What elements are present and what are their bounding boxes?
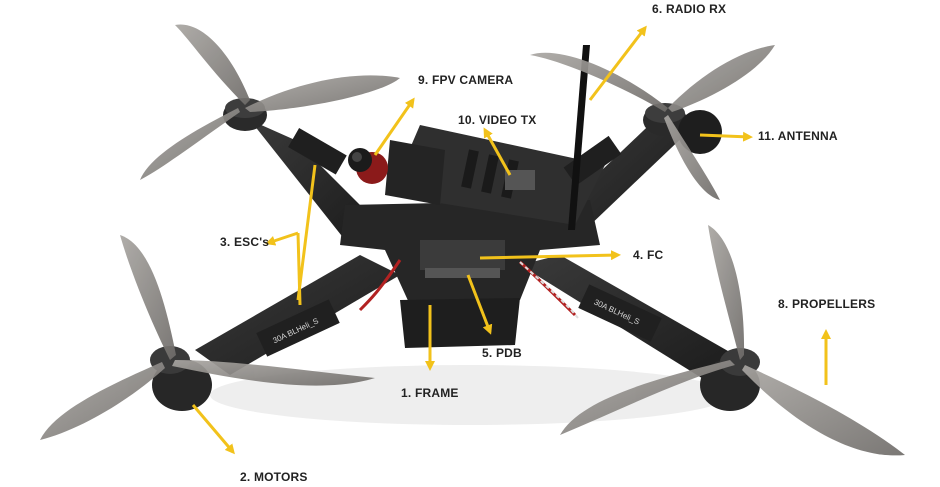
label-frame: 1. FRAME: [401, 386, 459, 400]
label-radio-rx: 6. RADIO RX: [652, 2, 727, 16]
propellers: [40, 24, 905, 456]
frame-arm-back-left: [250, 120, 370, 240]
label-propellers: 8. PROPELLERS: [778, 297, 876, 311]
esc-back-left: [288, 127, 347, 175]
motor-front-left: [150, 346, 212, 411]
label-motors: 2. MOTORS: [240, 470, 308, 484]
fpv-camera: [348, 140, 445, 205]
arrow-escs-down: [296, 232, 302, 306]
radio-rx-antenna: [568, 45, 590, 230]
top-plate-slot: [481, 154, 499, 194]
arrow-escs-stem: [296, 164, 317, 301]
frame-arm-back-right: [560, 110, 690, 230]
video-antenna-mushroom: [678, 110, 722, 154]
arrow-antenna: [699, 131, 753, 142]
wire: [519, 261, 579, 319]
label-pdb: 5. PDB: [482, 346, 522, 360]
wire: [358, 259, 402, 312]
arrow-video-tx: [483, 127, 512, 176]
label-escs: 3. ESC's: [220, 235, 270, 249]
power-distribution-board: [425, 268, 500, 278]
flight-controller: [420, 240, 505, 270]
frame-bottom: [400, 298, 520, 348]
arrow-radio-rx: [588, 25, 647, 101]
top-plate-slot: [461, 149, 479, 189]
label-fc: 4. FC: [633, 248, 664, 262]
arrow-fc: [479, 250, 621, 261]
arrow-motors: [191, 404, 235, 455]
callout-arrows: [191, 25, 831, 455]
label-video-tx: 10. VIDEO TX: [458, 113, 537, 127]
arrow-pdb: [466, 274, 493, 335]
arrow-escs-left: [265, 231, 299, 246]
label-fpv-camera: 9. FPV CAMERA: [418, 73, 514, 87]
label-antenna: 11. ANTENNA: [758, 129, 838, 143]
arrow-fpv-camera: [373, 97, 415, 156]
video-tx: [505, 170, 535, 190]
